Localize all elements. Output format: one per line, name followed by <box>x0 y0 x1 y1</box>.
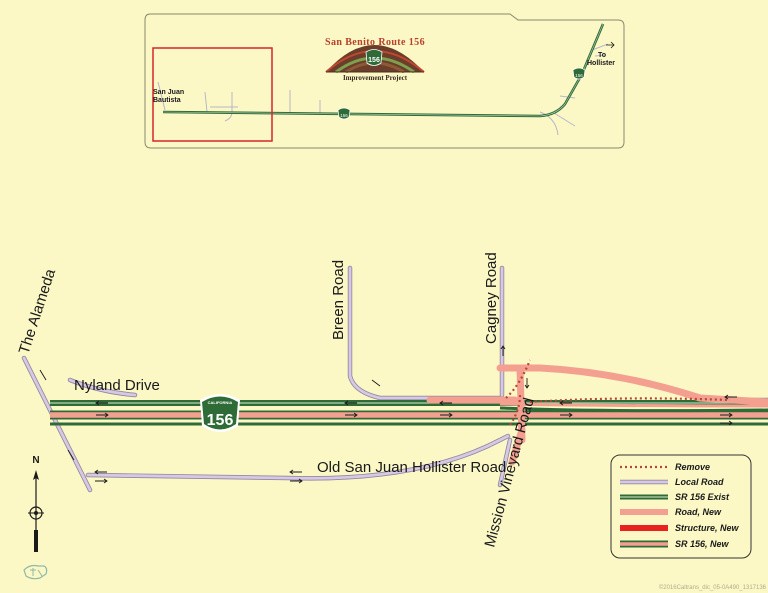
removed-roads <box>505 359 731 426</box>
legend-label-structure-new: Structure, New <box>675 523 740 533</box>
logo-shield <box>365 49 383 66</box>
legend-item-road-new: Road, New <box>620 507 722 517</box>
north-arrow: N <box>28 455 44 552</box>
label-cagney-road: Cagney Road <box>483 252 500 344</box>
direction-arrows <box>39 345 737 484</box>
inset-focus-frame <box>152 47 273 142</box>
logo-shield-number: 156 <box>368 57 380 64</box>
label-the-alameda: The Alameda <box>16 266 60 356</box>
label-nyland-drive: Nyland Drive <box>74 377 160 394</box>
project-logo: 156 San Benito Route 156 Improvement Pro… <box>325 37 425 82</box>
shield-state-text: CALIFORNIA <box>208 400 233 405</box>
inset-to-label-line2: Hollister <box>587 60 615 67</box>
legend: Remove Local Road SR 156 Exist Road, New… <box>610 454 752 559</box>
inset-shield-small: 156 <box>337 107 351 120</box>
legend-label-local-road: Local Road <box>675 477 724 487</box>
logo-subtitle: Improvement Project <box>343 74 408 82</box>
shield-number: 156 <box>207 412 234 429</box>
new-roads <box>426 364 768 466</box>
label-old-san-juan-hollister-road: Old San Juan Hollister Road <box>317 459 506 476</box>
legend-label-road-new: Road, New <box>675 507 722 517</box>
label-breen-road: Breen Road <box>330 260 347 340</box>
sr156-shield: CALIFORNIA 156 <box>200 394 240 432</box>
inset-shield-east-number: 156 <box>575 73 583 78</box>
overview-inset: 156 156 San Juan Bautista To Hollister 1… <box>144 13 625 149</box>
legend-item-sr156-exist: SR 156 Exist <box>620 492 730 502</box>
legend-label-remove: Remove <box>675 462 710 472</box>
sr156-new <box>50 402 768 426</box>
map-credit: ©2016Caltrans_dic_05-0A490_1317136 <box>659 584 767 591</box>
caltrans-logo <box>23 564 48 580</box>
inset-shield-small-number: 156 <box>340 113 348 118</box>
legend-label-sr156-new: SR 156, New <box>675 539 730 549</box>
legend-item-local-road: Local Road <box>620 477 724 487</box>
inset-to-arrow <box>606 41 615 49</box>
legend-item-structure-new: Structure, New <box>620 523 740 533</box>
legend-item-remove: Remove <box>620 462 710 472</box>
legend-item-sr156-new: SR 156, New <box>620 539 730 549</box>
inset-town-label-line2: Bautista <box>153 97 181 104</box>
north-label: N <box>32 455 39 466</box>
inset-shield-east: 156 <box>572 67 586 80</box>
inset-to-label-line1: To <box>598 52 606 59</box>
inset-town-label-line1: San Juan <box>153 89 184 96</box>
detail-map: CALIFORNIA 156 The Alameda Nyland Drive … <box>16 252 768 591</box>
logo-title: San Benito Route 156 <box>325 37 425 48</box>
local-roads <box>21 265 768 493</box>
legend-label-sr156-exist: SR 156 Exist <box>675 492 730 502</box>
